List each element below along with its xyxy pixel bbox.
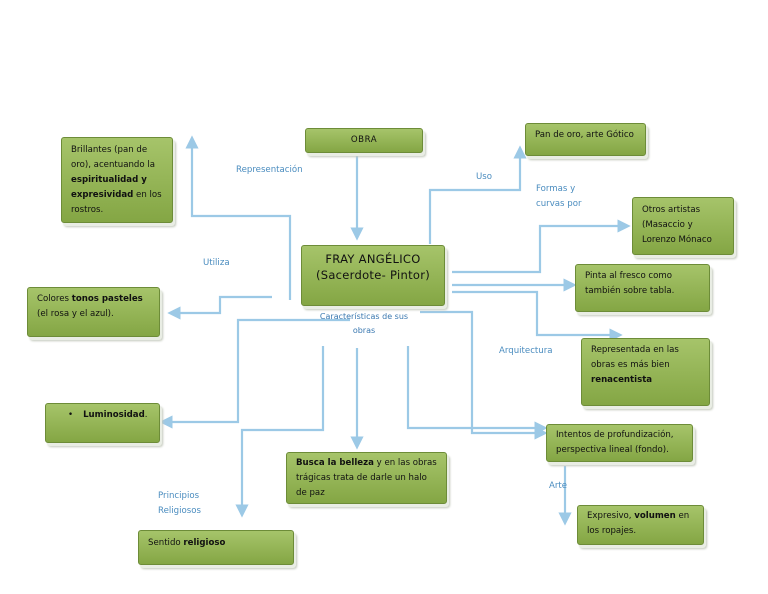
label-arte: Arte xyxy=(549,481,568,491)
node-busca: Busca la belleza y en las obras trágicas… xyxy=(286,452,447,504)
node-otros-artistas: Otros artistas (Masaccio y Lorenzo Mónac… xyxy=(632,197,734,255)
center-caption: Características de sus obras xyxy=(319,312,409,335)
node-sentido: Sentido religioso xyxy=(138,530,294,565)
node-intentos: Intentos de profundización, perspectiva … xyxy=(546,424,693,462)
label-representacion: Representación xyxy=(236,165,303,175)
label-formas: Formas y curvas por xyxy=(536,184,582,209)
node-luminosidad: •Luminosidad. xyxy=(45,403,160,443)
edge-center-colores xyxy=(167,295,272,320)
label-arquitectura: Arquitectura xyxy=(499,346,553,356)
center-subtitle: (Sacerdote- Pintor) xyxy=(315,268,431,282)
node-colores: Colores tonos pasteles (el rosa y el azu… xyxy=(27,287,160,337)
edge-center-representada xyxy=(452,290,623,342)
label-utiliza: Utiliza xyxy=(203,258,230,268)
node-obra: OBRA xyxy=(305,128,423,153)
center-node: FRAY ANGÉLICO (Sacerdote- Pintor) xyxy=(301,245,445,306)
edge-center-otros xyxy=(452,219,631,274)
label-principios: Principios Religiosos xyxy=(158,491,201,516)
node-brillantes: Brillantes (pan de oro), acentuando la e… xyxy=(61,137,173,223)
edge-center-panoro xyxy=(428,145,527,244)
edge-center-brillantes xyxy=(185,135,292,300)
node-expresivo: Expresivo, volumen en los ropajes. xyxy=(577,505,704,545)
edge-center-sentido xyxy=(235,346,325,518)
node-pinta-fresco: Pinta al fresco como también sobre tabla… xyxy=(575,264,710,312)
edge-center-luminosidad xyxy=(159,318,350,429)
label-uso: Uso xyxy=(476,172,493,182)
node-representada: Representada en las obras es más bien re… xyxy=(581,338,710,406)
center-title: FRAY ANGÉLICO xyxy=(325,252,421,266)
edge-center-intentos-2 xyxy=(406,346,548,435)
edge-center-intentos xyxy=(420,310,548,440)
node-pan-oro: Pan de oro, arte Gótico xyxy=(525,123,646,156)
